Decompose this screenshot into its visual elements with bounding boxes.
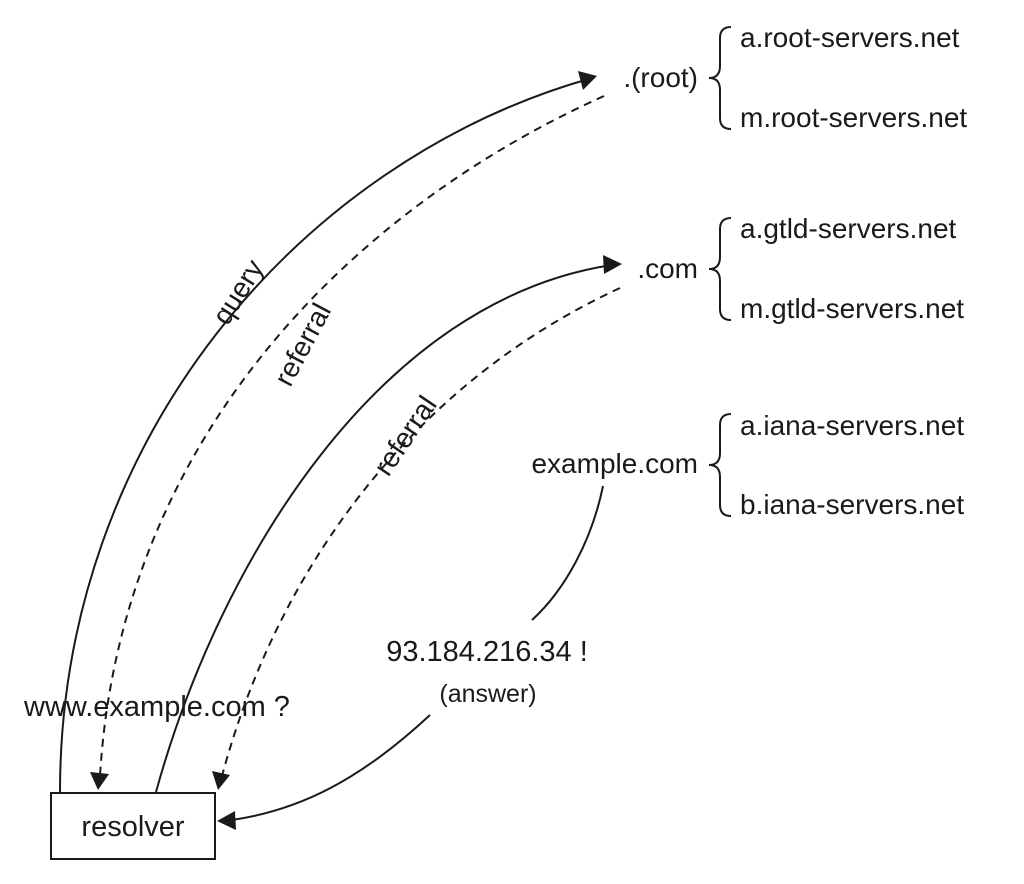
resolver-node: resolver [50, 792, 216, 860]
zone-example-brace [708, 413, 732, 517]
referral-root-arc-label: referral [268, 298, 337, 391]
query-arrow-com-head [603, 255, 622, 274]
query-arrow-root-head [578, 71, 597, 90]
answer-note-label: (answer) [439, 680, 536, 708]
resolver-box [50, 792, 216, 860]
query-arrow-com [155, 264, 613, 793]
zone-example: example.com a.iana-servers.net b.iana-se… [531, 410, 964, 520]
zone-com-brace [708, 217, 732, 321]
referral-com-arc-label: referral [367, 390, 442, 481]
zone-com-server-1: a.gtld-servers.net [740, 213, 957, 244]
referral-arrow-root [99, 95, 605, 777]
query-arrow-root [59, 77, 593, 793]
resolver-label: resolver [81, 811, 184, 843]
zone-example-server-1: a.iana-servers.net [740, 410, 964, 441]
zone-com: .com a.gtld-servers.net m.gtld-servers.n… [637, 213, 964, 324]
answer-arrow-upper [531, 485, 604, 621]
referral-arrow-root-head [90, 772, 109, 790]
zone-root: .(root) a.root-servers.net m.root-server… [623, 22, 967, 133]
query-question-label: www.example.com ? [23, 691, 290, 723]
zone-root-server-2: m.root-servers.net [740, 102, 967, 133]
zone-root-server-1: a.root-servers.net [740, 22, 960, 53]
zone-example-label: example.com [531, 448, 698, 479]
answer-arrow-head [217, 811, 236, 830]
referral-arrow-com [221, 287, 621, 777]
answer-arrow-lower [231, 714, 431, 821]
answer-value-label: 93.184.216.34 ! [386, 636, 588, 668]
zone-root-brace [708, 26, 732, 130]
referral-arrow-com-head [212, 771, 230, 790]
zone-root-label: .(root) [623, 62, 698, 93]
zone-com-server-2: m.gtld-servers.net [740, 293, 964, 324]
zone-example-server-2: b.iana-servers.net [740, 489, 964, 520]
query-arc-label: query [206, 254, 269, 330]
zone-com-label: .com [637, 253, 698, 284]
